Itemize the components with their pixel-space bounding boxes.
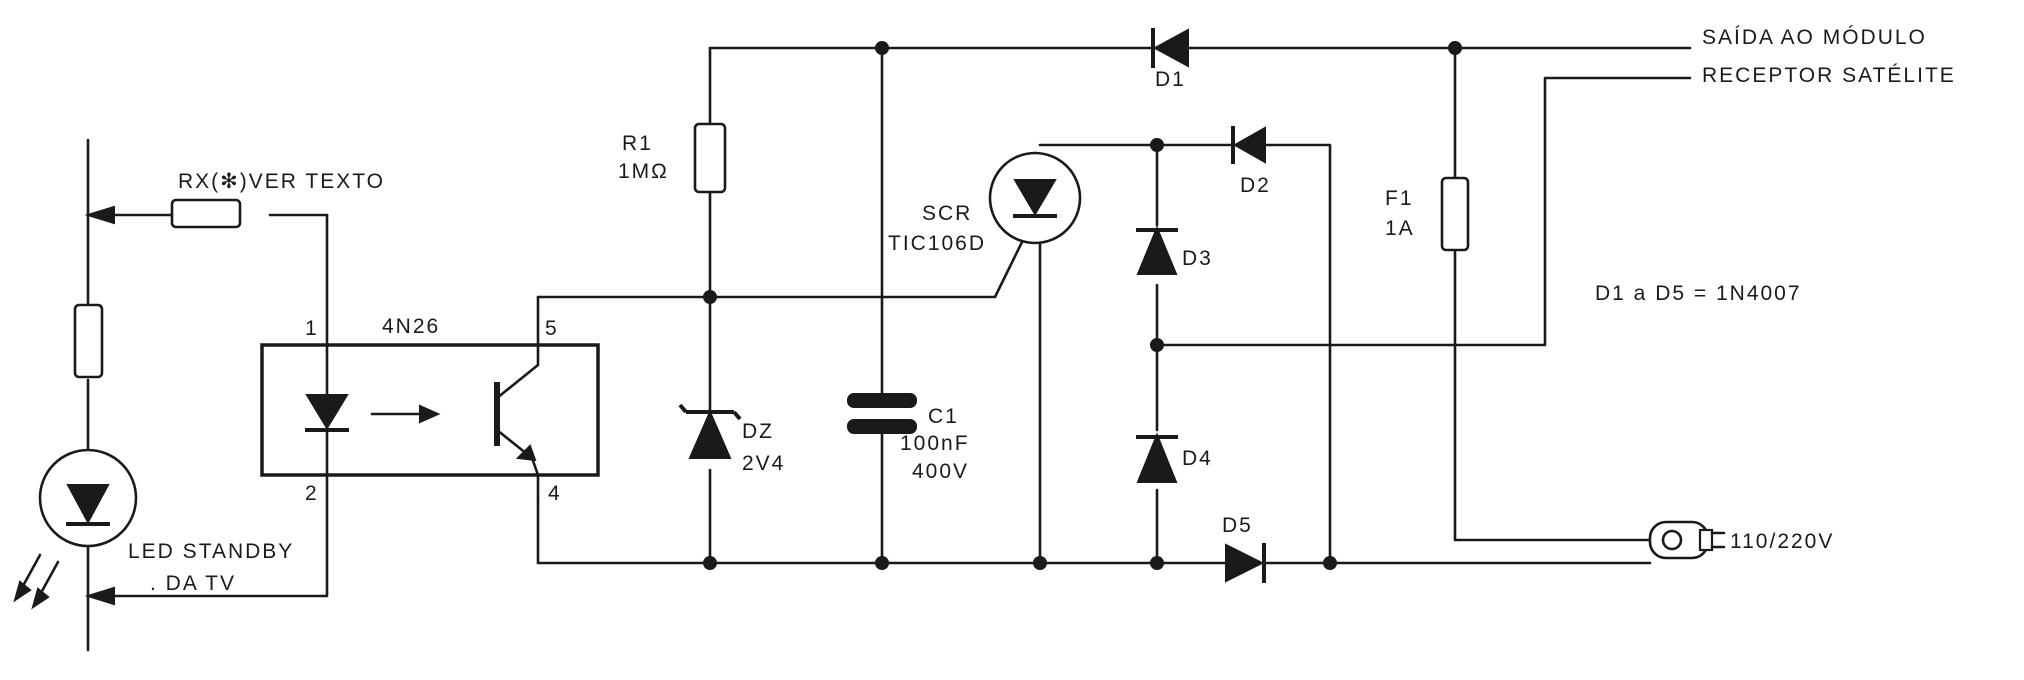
c1-value: 100nF xyxy=(900,432,970,455)
d4-label: D4 xyxy=(1182,447,1213,470)
zener-dz xyxy=(678,403,742,459)
mains-voltage-label: 110/220V xyxy=(1730,530,1834,553)
led-label-line2: . DA TV xyxy=(150,572,236,595)
resistor-r1 xyxy=(693,122,727,194)
d5-label: D5 xyxy=(1222,514,1253,537)
capacitor-c1 xyxy=(847,393,917,434)
junction-dots xyxy=(703,41,1462,570)
arrow-left-icon xyxy=(84,205,115,225)
dz-value: 2V4 xyxy=(742,452,785,475)
led-standby xyxy=(13,448,138,610)
fuse-f1 xyxy=(1440,176,1470,252)
d3-label: D3 xyxy=(1182,247,1213,270)
arrow-left-icon xyxy=(84,586,115,606)
diode-d3 xyxy=(1136,225,1178,275)
pin-2-label: 2 xyxy=(305,482,319,505)
diode-d2 xyxy=(1231,126,1266,164)
optocoupler-4n26 xyxy=(260,343,600,477)
r1-name: R1 xyxy=(622,132,653,155)
pin-4-label: 4 xyxy=(548,482,562,505)
scr-tic106d xyxy=(988,151,1082,245)
rx-label: RX(✻)VER TEXTO xyxy=(178,170,385,193)
pin-5-label: 5 xyxy=(545,317,559,340)
diode-d5 xyxy=(1225,543,1266,583)
scr-name: SCR xyxy=(922,202,972,225)
diode-spec-note: D1 a D5 = 1N4007 xyxy=(1595,282,1802,305)
d1-label: D1 xyxy=(1155,68,1186,91)
c1-voltage: 400V xyxy=(912,460,969,483)
r1-value: 1MΩ xyxy=(618,160,669,183)
opto-part-label: 4N26 xyxy=(382,315,440,338)
output-label-line2: RECEPTOR SATÉLITE xyxy=(1702,64,1956,87)
led-label-line1: LED STANDBY xyxy=(128,540,294,563)
c1-name: C1 xyxy=(928,405,959,428)
f1-value: 1A xyxy=(1385,217,1415,240)
diode-d4 xyxy=(1136,432,1178,483)
pin-1-label: 1 xyxy=(305,317,319,340)
f1-name: F1 xyxy=(1385,187,1414,210)
mains-plug-icon xyxy=(1648,520,1726,560)
scr-part: TIC106D xyxy=(888,232,986,255)
diode-d1 xyxy=(1151,28,1189,68)
resistor-led-series xyxy=(73,303,104,379)
dz-name: DZ xyxy=(742,420,774,443)
resistor-rx xyxy=(170,198,242,229)
output-label-line1: SAÍDA AO MÓDULO xyxy=(1702,26,1927,49)
d2-label: D2 xyxy=(1240,174,1271,197)
